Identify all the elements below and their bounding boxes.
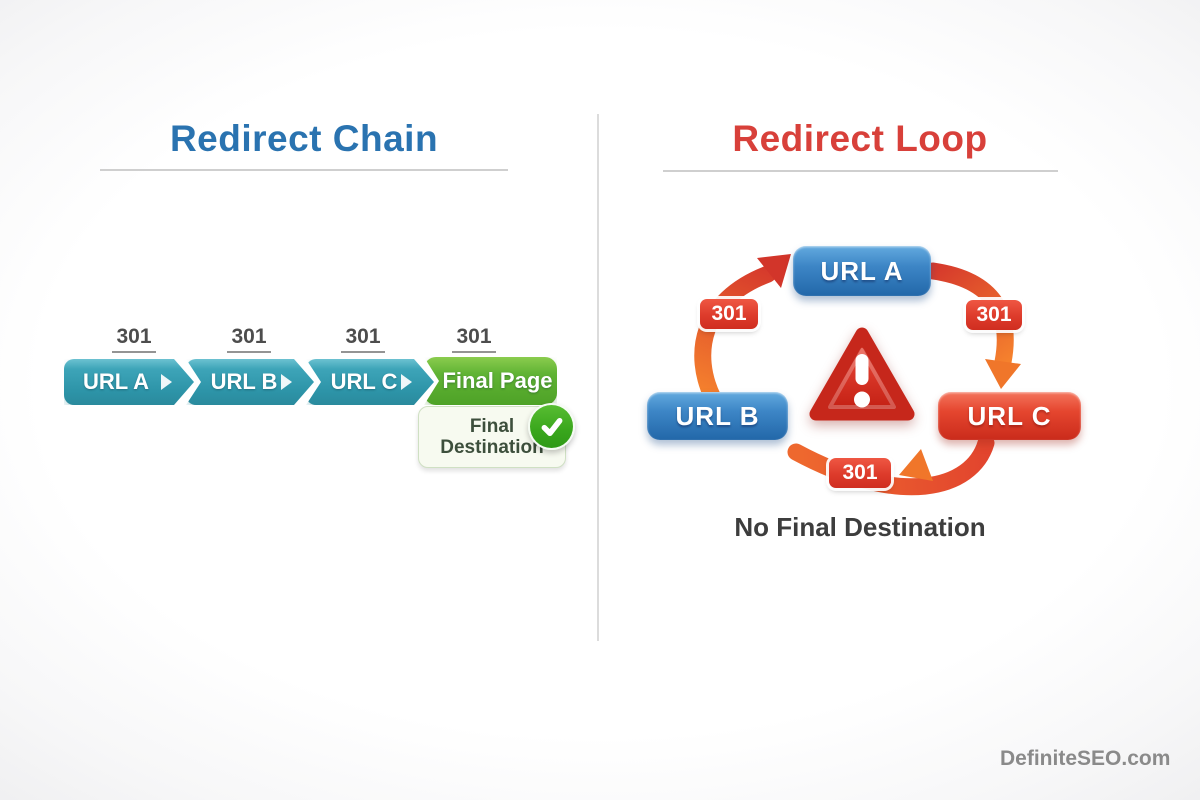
loop-node-url-a: URL A [793, 246, 931, 296]
loop-node-label: URL B [675, 400, 760, 431]
arrowhead-down-icon [985, 359, 1021, 389]
loop-caption: No Final Destination [734, 512, 986, 542]
chevron-right-icon [281, 374, 292, 390]
chain-301-label: 301 [341, 325, 385, 353]
arrowhead-up-right-icon [757, 254, 791, 288]
site-watermark: DefiniteSEO.com [1000, 747, 1171, 770]
chain-301-label: 301 [452, 325, 496, 353]
chain-node-url-a: URL A [64, 359, 194, 405]
chain-panel-title: Redirect Chain [169, 118, 439, 159]
chain-node-label: Final Page [442, 368, 553, 393]
chain-title-underline [100, 169, 508, 171]
loop-301-badge: 301 [966, 300, 1022, 330]
success-check-badge [528, 403, 575, 450]
loop-node-url-b: URL B [647, 392, 788, 440]
loop-panel-title: Redirect Loop [732, 118, 988, 159]
arrowhead-left-icon [899, 449, 933, 481]
loop-node-label: URL A [820, 255, 904, 286]
chain-node-label: URL B [210, 369, 278, 394]
final-destination-line1: Final [469, 415, 515, 437]
chain-node-url-b: URL B [186, 359, 314, 405]
chevron-right-icon [161, 374, 172, 390]
chain-node-label: URL C [330, 369, 398, 394]
loop-title-underline [663, 170, 1058, 172]
checkmark-icon [541, 417, 562, 436]
final-destination-line2: Destination [440, 437, 544, 458]
chain-node-url-c: URL C [306, 359, 434, 405]
loop-301-badge: 301 [829, 458, 891, 488]
chain-node-label: URL A [83, 369, 149, 394]
warning-triangle-icon [807, 324, 917, 424]
loop-node-label: URL C [967, 400, 1052, 431]
arc-b-to-a [694, 265, 777, 407]
arc-c-to-b [787, 434, 995, 496]
loop-301-badge: 301 [700, 299, 758, 329]
chain-301-label: 301 [227, 325, 271, 353]
chain-node-final-page: Final Page [424, 357, 557, 405]
loop-node-url-c: URL C [938, 392, 1081, 440]
panel-divider [597, 114, 599, 641]
chain-301-label: 301 [112, 325, 156, 353]
chevron-right-icon [401, 374, 412, 390]
redirect-loop-diagram: URL A URL B URL C 301 301 301 N [600, 200, 1200, 600]
